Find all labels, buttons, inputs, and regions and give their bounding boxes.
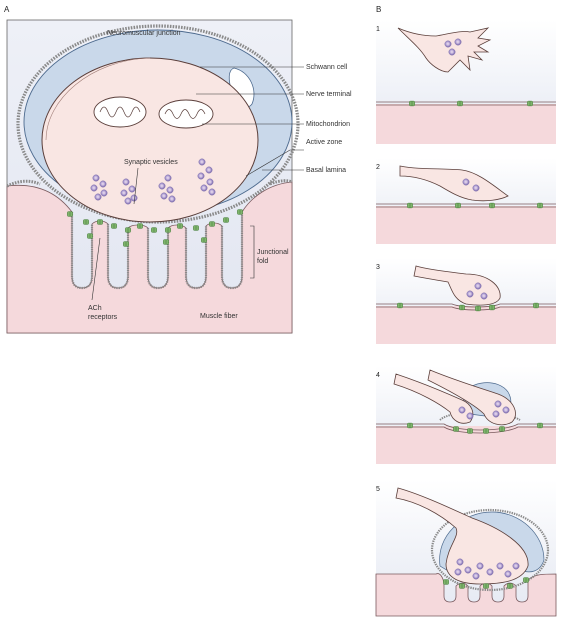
step-2-muscle	[376, 206, 556, 244]
step-1-muscle	[376, 104, 556, 144]
label-synaptic-vesicles: Synaptic vesicles	[124, 159, 178, 166]
panel-b-letter: B	[376, 5, 381, 14]
step-3-number: 3	[376, 264, 380, 271]
panel-b: B 1 2	[376, 5, 556, 616]
step-2: 2	[376, 158, 556, 244]
panel-a: A	[4, 5, 352, 333]
label-nerve-terminal: Nerve terminal	[306, 91, 352, 98]
label-muscle-fiber: Muscle fiber	[200, 313, 238, 320]
label-mitochondrion: Mitochondrion	[306, 121, 350, 128]
label-basal-lamina: Basal lamina	[306, 167, 346, 174]
step-5: 5	[376, 480, 556, 616]
step-4-number: 4	[376, 372, 380, 379]
panel-a-letter: A	[4, 5, 10, 14]
label-receptors: receptors	[88, 314, 118, 321]
label-junctional: Junctional	[257, 249, 289, 256]
step-5-number: 5	[376, 486, 380, 493]
step-1-number: 1	[376, 26, 380, 33]
step-1: 1	[376, 20, 556, 144]
nerve-terminal	[42, 58, 258, 222]
step-4: 4	[376, 366, 556, 464]
mitochondrion-1	[94, 97, 146, 127]
step-3: 3	[376, 258, 556, 344]
step-3-muscle	[376, 306, 556, 344]
step-4-muscle	[376, 426, 556, 464]
label-ach: ACh	[88, 305, 102, 312]
label-active-zone: Active zone	[306, 139, 342, 146]
title-neuromuscular-junction: Neuromuscular junction	[107, 30, 181, 37]
label-schwann-cell: Schwann cell	[306, 64, 348, 71]
step-2-number: 2	[376, 164, 380, 171]
label-fold: fold	[257, 258, 268, 265]
